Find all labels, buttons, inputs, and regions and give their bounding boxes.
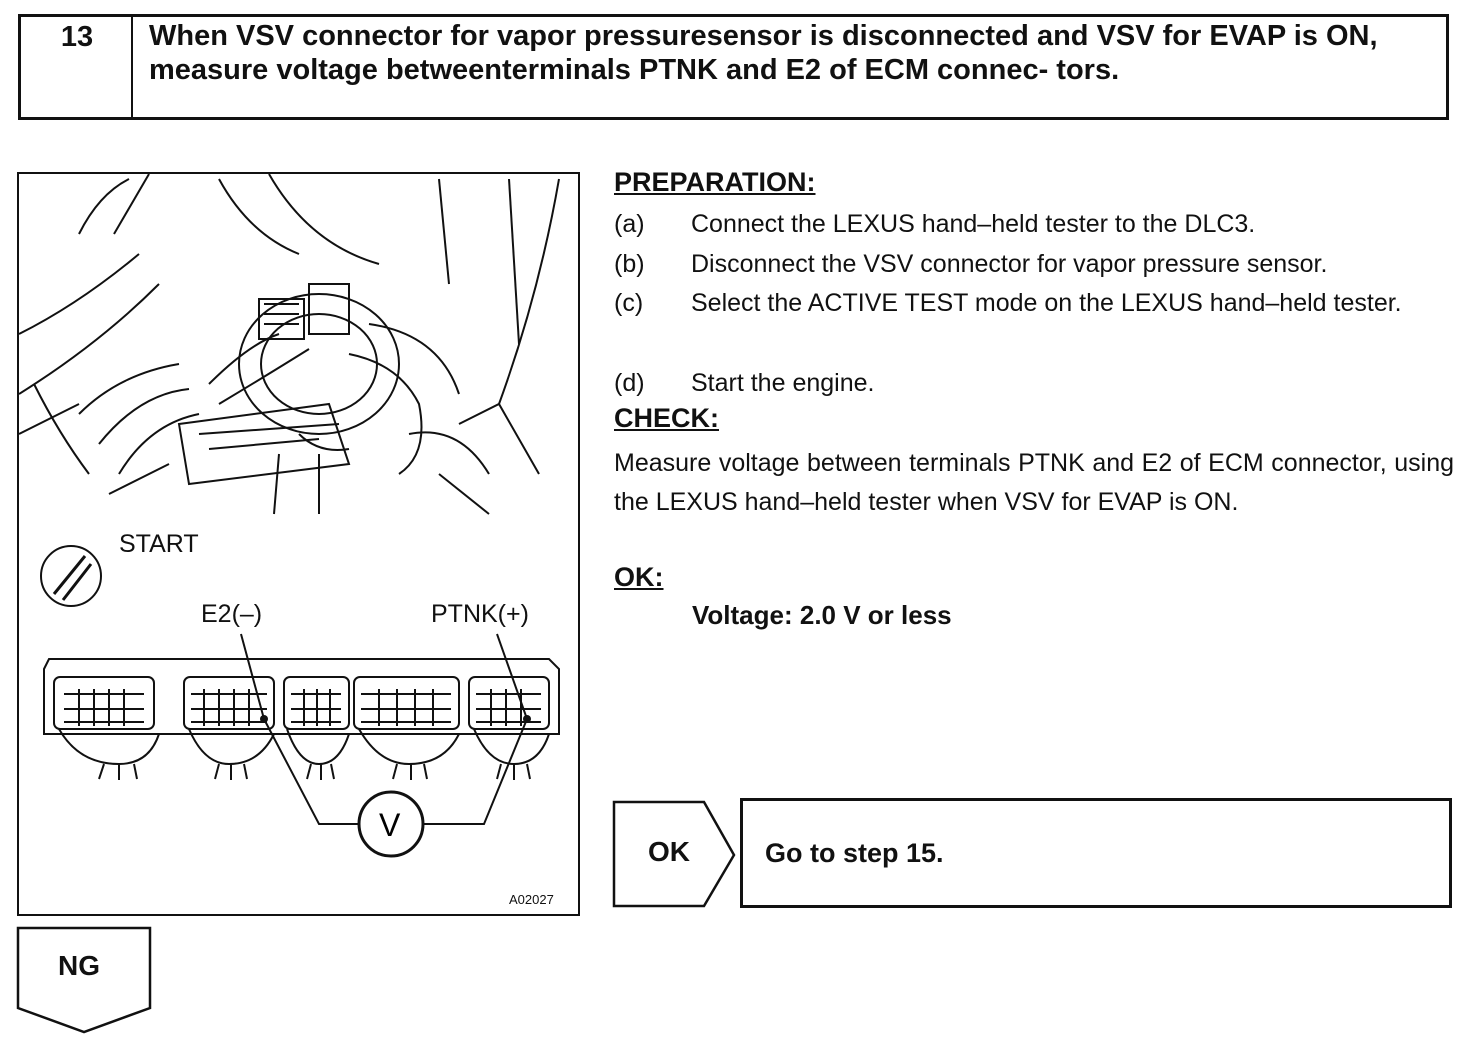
voltage-spec: Voltage: 2.0 V or less bbox=[692, 600, 952, 630]
ng-result-label: NG bbox=[58, 950, 100, 981]
step-letter: (d) bbox=[614, 369, 645, 397]
step-number-cell: 13 bbox=[21, 17, 133, 117]
e2-terminal-label: E2(–) bbox=[201, 600, 263, 628]
check-heading: CHECK: bbox=[614, 403, 719, 433]
check-body: Measure voltage between terminals PTNK a… bbox=[614, 449, 1454, 516]
step-letter: (a) bbox=[614, 210, 645, 238]
ok-result-action: Go to step 15. bbox=[765, 838, 944, 868]
ok-result-box: Go to step 15. bbox=[740, 798, 1452, 908]
step-text: Disconnect the VSV connector for vapor p… bbox=[691, 250, 1328, 278]
figure-code: A02027 bbox=[509, 892, 554, 907]
start-label: START bbox=[119, 530, 199, 558]
ok-arrow-icon bbox=[612, 800, 736, 908]
ng-arrow-icon bbox=[16, 926, 152, 1034]
ecm-connector-illustration: V bbox=[19, 174, 560, 858]
illustration: V START E2(–) PTNK(+) A02027 bbox=[17, 172, 580, 916]
step-text: Connect the LEXUS hand–held tester to th… bbox=[691, 210, 1256, 238]
step-letter: (c) bbox=[614, 289, 644, 317]
step-number: 13 bbox=[60, 21, 94, 53]
step-letter: (b) bbox=[614, 250, 645, 278]
voltmeter-symbol: V bbox=[379, 807, 401, 843]
preparation-heading: PREPARATION: bbox=[614, 167, 816, 197]
step-header: 13 When VSV connector for vapor pressure… bbox=[18, 14, 1449, 120]
ptnk-terminal-label: PTNK(+) bbox=[431, 600, 529, 628]
step-title: When VSV connector for vapor pressuresen… bbox=[149, 20, 1378, 86]
step-text: Start the engine. bbox=[691, 369, 875, 397]
ok-heading: OK: bbox=[614, 562, 664, 592]
step-text: Select the ACTIVE TEST mode on the LEXUS… bbox=[691, 289, 1402, 317]
ok-result-label: OK bbox=[648, 836, 690, 867]
